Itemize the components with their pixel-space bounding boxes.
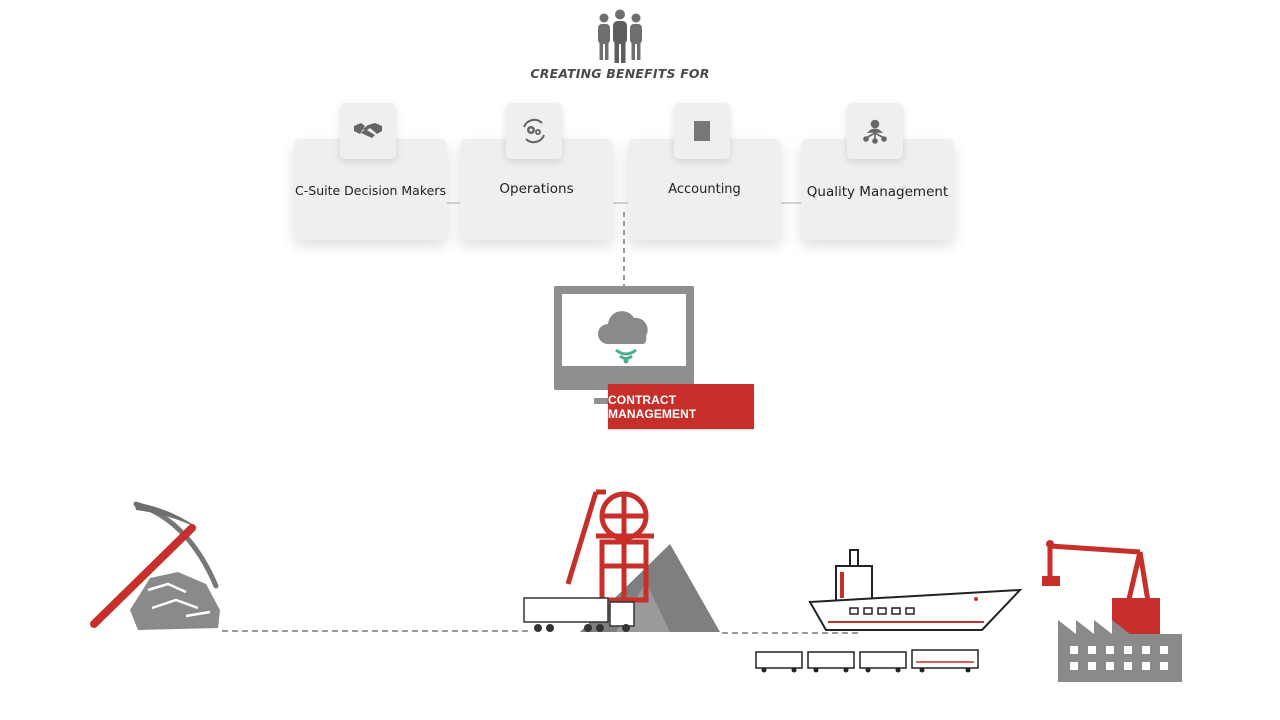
network-node-icon xyxy=(847,103,903,159)
contract-management-badge[interactable]: CONTRACT MANAGEMENT xyxy=(608,384,754,429)
card-connector xyxy=(776,202,806,204)
stakeholder-label: Quality Management xyxy=(806,183,949,200)
link-line xyxy=(623,212,625,288)
gears-cycle-icon xyxy=(506,103,562,159)
stakeholder-label: Operations xyxy=(499,180,574,197)
document-icon xyxy=(674,103,730,159)
card-connector xyxy=(440,202,470,204)
mine-shaft-truck-icon xyxy=(523,489,720,632)
cargo-ship-train-icon xyxy=(755,549,1023,673)
benefits-heading: CREATING BENEFITS FOR xyxy=(530,66,710,81)
people-group-icon xyxy=(598,9,642,63)
cloud-wireless-icon xyxy=(598,311,648,364)
handshake-icon xyxy=(340,103,396,159)
pickaxe-ore-icon xyxy=(90,501,220,630)
stakeholder-label: C-Suite Decision Makers xyxy=(295,183,446,198)
stakeholder-label: Accounting xyxy=(668,182,741,197)
card-connector xyxy=(608,202,638,204)
supply-chain-route xyxy=(222,630,860,634)
factory-crane-icon xyxy=(1042,540,1182,682)
